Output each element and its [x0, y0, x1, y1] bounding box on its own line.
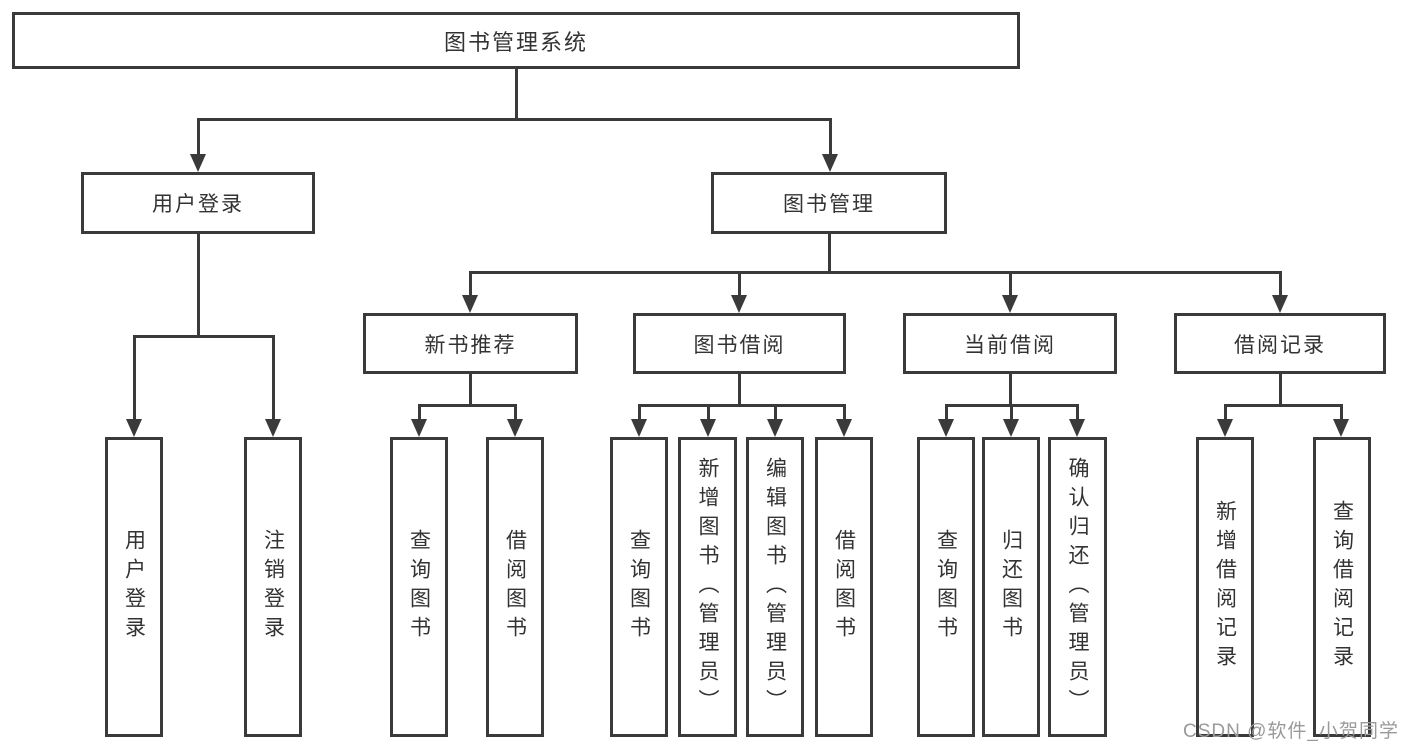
connector-stem — [133, 335, 136, 419]
leaf-user-login: 用户登录 — [105, 437, 163, 737]
leaf-label: 用户登录 — [122, 529, 146, 645]
leaf-query-books: 查询图书 — [917, 437, 975, 737]
leaf-add-borrowing-record: 新增借阅记录 — [1196, 437, 1254, 737]
leaf-label: 借阅图书 — [832, 529, 856, 645]
arrow-down-icon — [507, 419, 523, 437]
arrow-down-icon — [822, 154, 838, 172]
leaf-label: 注销登录 — [261, 529, 285, 645]
arrow-down-icon — [1002, 295, 1018, 313]
connector-stem — [514, 404, 517, 419]
connector-stem-user-login — [197, 118, 200, 154]
leaf-label: 新增借阅记录 — [1213, 500, 1237, 674]
connector-stem — [1340, 404, 1343, 419]
leaf-label: 归还图书 — [999, 529, 1023, 645]
arrow-down-icon — [1217, 419, 1233, 437]
connector-stem — [1224, 404, 1227, 419]
connector-stem — [774, 404, 777, 419]
arrow-down-icon — [1333, 419, 1349, 437]
node-label: 用户登录 — [152, 193, 244, 216]
arrow-down-icon — [462, 295, 478, 313]
connector-rail — [638, 404, 846, 407]
node-library-management-system: 图书管理系统 — [12, 12, 1020, 69]
arrow-down-icon — [631, 419, 647, 437]
connector-root-down — [515, 69, 518, 121]
leaf-label: 查询图书 — [407, 529, 431, 645]
connector-stem — [738, 271, 741, 295]
leaf-confirm-return-admin: 确认归还（管理员） — [1048, 437, 1107, 737]
node-label: 图书借阅 — [693, 333, 786, 357]
node-user-login: 用户登录 — [81, 172, 315, 234]
connector-down — [738, 374, 741, 407]
arrow-down-icon — [836, 419, 852, 437]
connector-stem — [418, 404, 421, 419]
connector-stem — [1010, 404, 1013, 419]
leaf-label: 查询图书 — [627, 529, 651, 645]
node-label: 当前借阅 — [964, 333, 1056, 357]
leaf-borrow-books: 借阅图书 — [815, 437, 873, 737]
connector-stem — [945, 404, 948, 419]
arrow-down-icon — [731, 295, 747, 313]
connector-user-login-rail — [133, 335, 275, 338]
connector-stem — [469, 271, 472, 295]
leaf-label: 查询借阅记录 — [1330, 500, 1354, 674]
connector-user-login-down — [197, 234, 200, 338]
node-book-borrowing: 图书借阅 — [633, 313, 846, 374]
connector-rail — [418, 404, 517, 407]
arrow-down-icon — [1069, 419, 1085, 437]
connector-stem — [843, 404, 846, 419]
connector-book-management-rail — [469, 271, 1282, 274]
node-borrowing-records: 借阅记录 — [1174, 313, 1386, 374]
node-new-book-recommendation: 新书推荐 — [363, 313, 578, 374]
arrow-down-icon — [126, 419, 142, 437]
arrow-down-icon — [190, 154, 206, 172]
leaf-label: 编辑图书（管理员） — [763, 456, 787, 718]
connector-stem — [272, 335, 275, 419]
arrow-down-icon — [767, 419, 783, 437]
connector-stem — [1009, 271, 1012, 295]
leaf-label: 确认归还（管理员） — [1066, 456, 1089, 718]
connector-down — [469, 374, 472, 407]
leaf-label: 查询图书 — [934, 529, 958, 645]
leaf-label: 借阅图书 — [503, 529, 527, 645]
leaf-add-books-admin: 新增图书（管理员） — [678, 437, 737, 737]
connector-stem — [1279, 271, 1282, 295]
leaf-label: 新增图书（管理员） — [696, 456, 719, 718]
leaf-query-books: 查询图书 — [390, 437, 448, 737]
connector-stem — [1076, 404, 1079, 419]
connector-book-management-down — [828, 234, 831, 274]
node-current-borrowing: 当前借阅 — [903, 313, 1117, 374]
arrow-down-icon — [700, 419, 716, 437]
arrow-down-icon — [1272, 295, 1288, 313]
arrow-down-icon — [1003, 419, 1019, 437]
connector-down — [1279, 374, 1282, 407]
connector-rail — [1224, 404, 1343, 407]
leaf-edit-books-admin: 编辑图书（管理员） — [746, 437, 804, 737]
connector-stem — [638, 404, 641, 419]
node-label: 新书推荐 — [424, 333, 517, 357]
connector-root-rail — [197, 118, 832, 121]
watermark: CSDN @软件_小贺同学 — [1183, 721, 1399, 742]
leaf-query-borrowing-record: 查询借阅记录 — [1313, 437, 1371, 737]
node-label: 图书管理系统 — [443, 29, 588, 55]
connector-stem-book-management — [829, 118, 832, 154]
leaf-logout: 注销登录 — [244, 437, 302, 737]
connector-stem — [707, 404, 710, 419]
arrow-down-icon — [265, 419, 281, 437]
leaf-return-books: 归还图书 — [982, 437, 1040, 737]
leaf-borrow-books: 借阅图书 — [486, 437, 544, 737]
arrow-down-icon — [411, 419, 427, 437]
node-label: 图书管理 — [783, 193, 875, 216]
connector-down — [1009, 374, 1012, 407]
leaf-query-books: 查询图书 — [610, 437, 668, 737]
node-label: 借阅记录 — [1234, 333, 1326, 357]
node-book-management: 图书管理 — [711, 172, 947, 234]
arrow-down-icon — [938, 419, 954, 437]
